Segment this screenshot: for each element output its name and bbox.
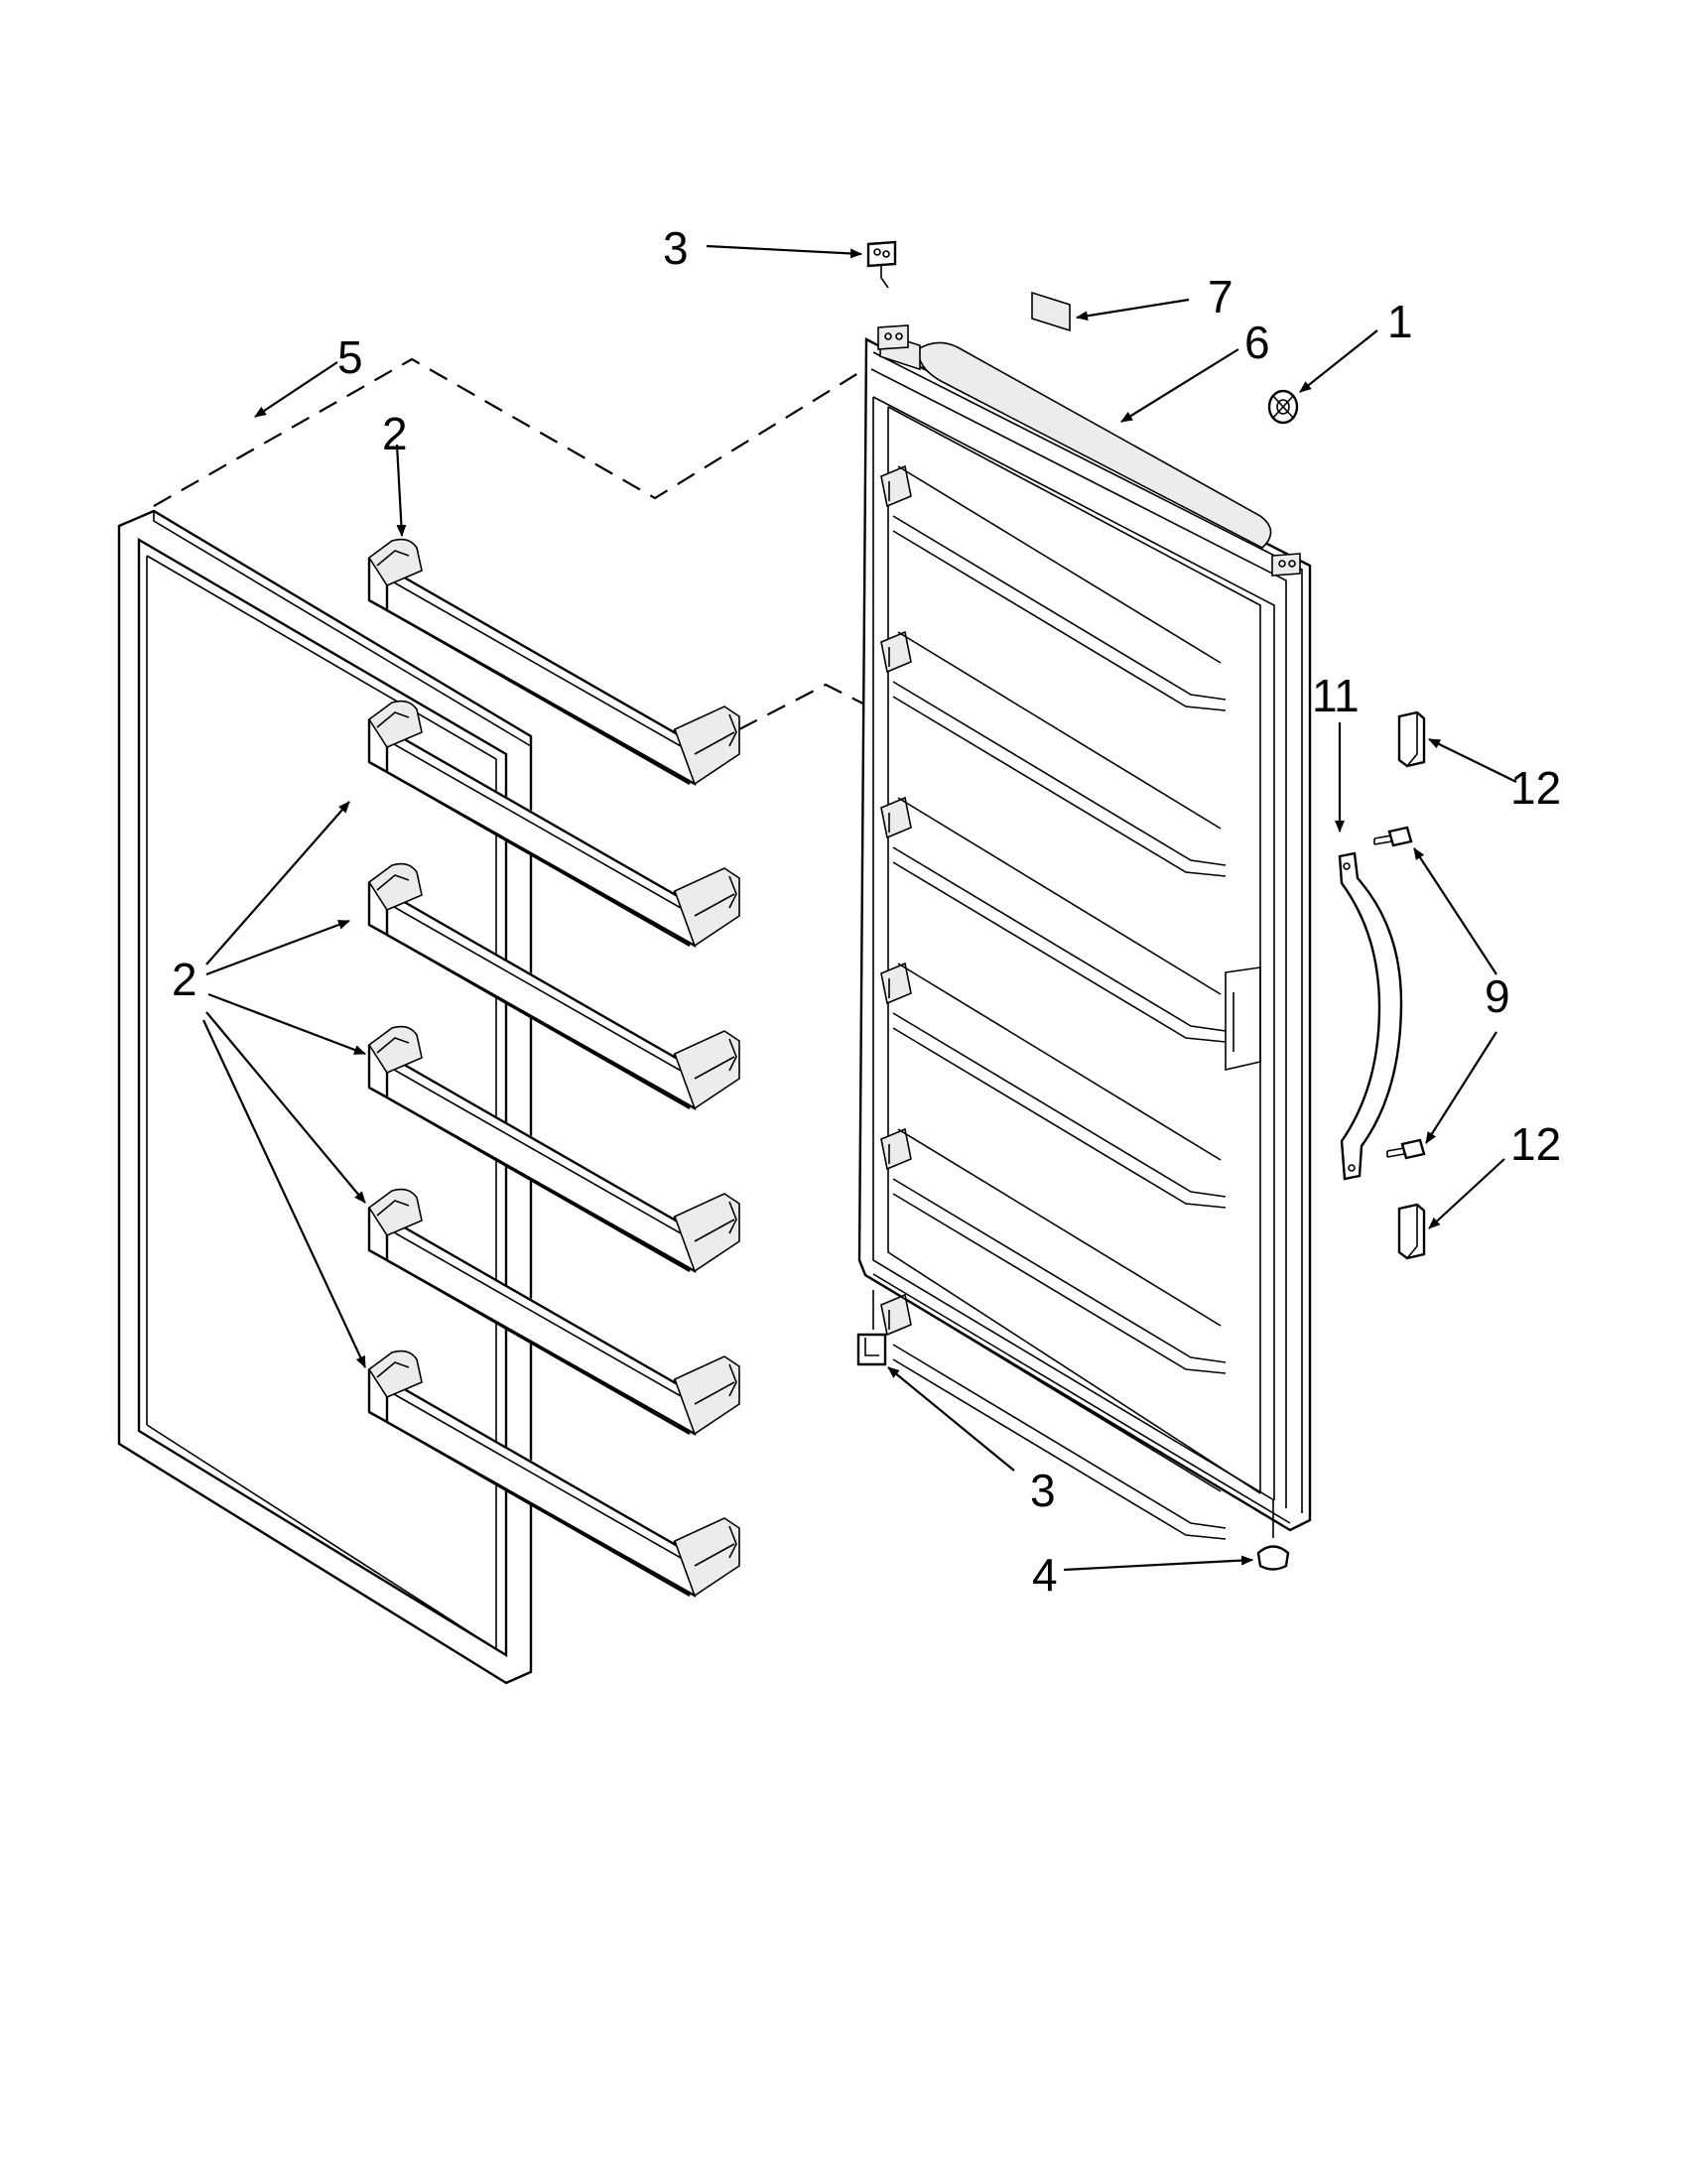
door-bin [367,1025,740,1274]
door-bin [367,1188,740,1437]
door-bin [367,1349,740,1599]
callout-7: 7 [1208,271,1234,322]
callout-3-top: 3 [663,222,689,274]
handle-screws [1373,826,1426,1160]
door-bin [367,862,740,1111]
callout-2: 2 [172,954,197,1005]
plug-button [1267,389,1299,425]
callout-9: 9 [1485,970,1510,1022]
callout-labels: 3 7 6 1 5 2 2 11 12 9 12 3 4 [172,222,1561,1601]
bottom-plug [1256,1500,1290,1571]
right-hinge-plate [1271,553,1301,577]
door-bin [367,538,740,787]
door-gasket [117,509,533,1685]
door-shelf-rails [880,464,1227,1540]
callout-12-bottom: 12 [1510,1118,1561,1170]
shelf-rail [880,1127,1227,1374]
shelf-rail [880,1293,1227,1540]
shelf-rail [880,630,1227,877]
top-hinge-bushing [866,240,897,289]
callout-11: 11 [1312,670,1360,721]
callout-5: 5 [337,331,363,383]
callout-4: 4 [1032,1549,1058,1601]
door-bin [367,700,740,949]
callout-6: 6 [1244,317,1270,368]
top-hinge-plate [877,324,909,350]
callout-12-top: 12 [1510,762,1561,814]
handle-end-caps [1397,710,1426,1260]
callout-1: 1 [1387,296,1413,347]
label-card [1031,291,1071,332]
callout-2-top: 2 [382,408,408,459]
assembly-dashed-lines [153,357,1224,791]
shelf-rail [880,796,1227,1043]
door-handle [1338,851,1403,1181]
bottom-hinge-bushing [856,1290,887,1366]
door-bins [367,538,740,1599]
callout-3-bottom: 3 [1030,1465,1056,1516]
leader-lines [202,244,1517,1572]
shelf-rail [880,962,1227,1209]
inner-door-liner [857,331,1312,1532]
shelf-rail [880,464,1227,711]
